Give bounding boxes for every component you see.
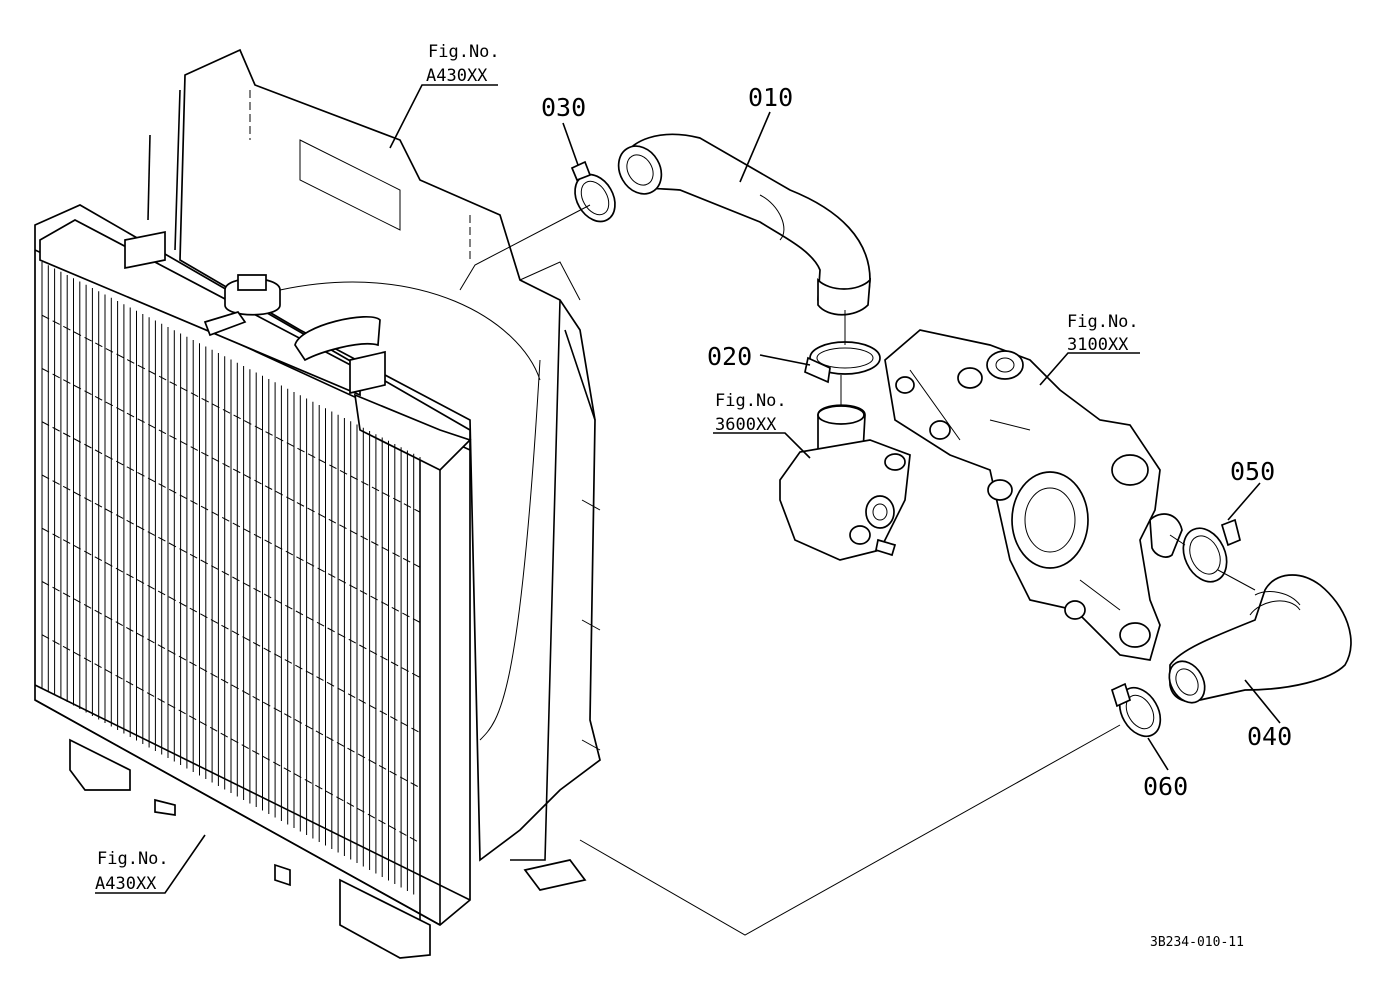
label-040: 040 xyxy=(1247,722,1292,751)
fig-ref-bottom-line2: A430XX xyxy=(95,874,157,894)
clamp-060 xyxy=(1110,682,1162,738)
upper-hose xyxy=(617,133,872,316)
fig-ref-bottom-line1: Fig.No. xyxy=(97,849,169,869)
drawing-code: 3B234-010-11 xyxy=(1150,935,1244,950)
fig-ref-thermostat-line1: Fig.No. xyxy=(715,391,787,411)
label-020: 020 xyxy=(707,342,752,371)
fan-shroud xyxy=(147,48,601,891)
thermostat-housing xyxy=(779,404,911,561)
lower-hose xyxy=(1168,574,1352,704)
fin-band xyxy=(41,314,421,513)
clamp-020 xyxy=(804,341,881,384)
fig-ref-pump-line2: 3100XX xyxy=(1067,335,1129,355)
label-050: 050 xyxy=(1230,457,1275,486)
fig-ref-top-line1: Fig.No. xyxy=(428,42,500,62)
label-060: 060 xyxy=(1143,772,1188,801)
clamp-030 xyxy=(570,160,616,223)
clamp-050 xyxy=(1182,518,1242,583)
label-010: 010 xyxy=(748,83,793,112)
part-labels: 010 020 030 040 050 060 xyxy=(541,83,1292,801)
fig-ref-thermostat-line2: 3600XX xyxy=(715,415,777,435)
figure-refs: Fig.No. A430XX Fig.No. A430XX Fig.No. 36… xyxy=(95,42,1139,894)
fig-ref-pump-line1: Fig.No. xyxy=(1067,312,1139,332)
leader-lines xyxy=(95,84,1281,936)
fig-ref-top-line2: A430XX xyxy=(426,66,488,86)
water-pump xyxy=(884,329,1183,661)
radiator-core-fins xyxy=(41,262,421,898)
label-030: 030 xyxy=(541,93,586,122)
fin-band xyxy=(41,368,421,568)
